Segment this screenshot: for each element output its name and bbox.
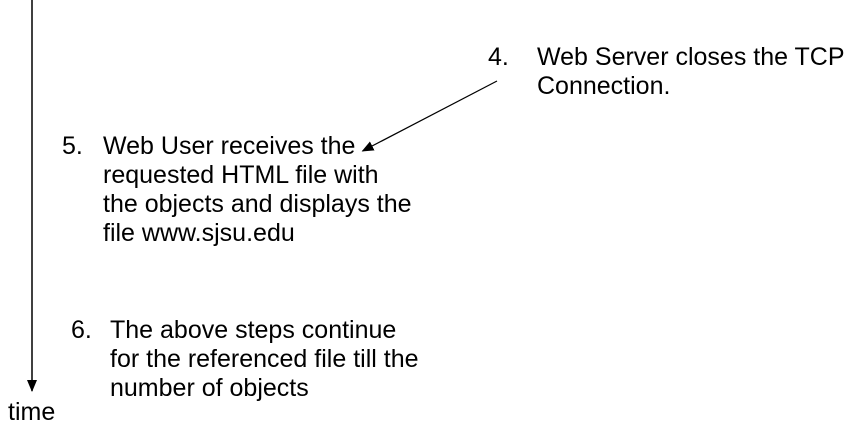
step-5-line-3: the objects and displays the — [103, 190, 412, 218]
step-6-line-2: for the referenced file till the — [110, 345, 419, 373]
step-4-note: 4. Web Server closes the TCP Connection. — [488, 43, 845, 101]
step-5-line-2: requested HTML file with — [103, 161, 379, 189]
step-4-number: 4. — [488, 43, 509, 71]
time-axis-label: time — [8, 398, 56, 426]
step-5-line-1: Web User receives the — [103, 132, 356, 160]
step-6-line-1: The above steps continue — [110, 316, 397, 344]
step-5-note: 5. Web User receives the requested HTML … — [62, 132, 412, 248]
step-4-line-2: Connection. — [537, 72, 671, 100]
step-4-text: Web Server closes the TCP Connection. — [537, 43, 845, 101]
step-6-text: The above steps continue for the referen… — [110, 316, 419, 403]
step-6-number: 6. — [71, 316, 92, 344]
step-6-note: 6. The above steps continue for the refe… — [71, 316, 419, 403]
step4-to-step5-pointer-arrow — [361, 80, 498, 152]
step-5-number: 5. — [62, 132, 83, 160]
step-4-line-1: Web Server closes the TCP — [537, 43, 845, 71]
step-5-line-4: file www.sjsu.edu — [103, 219, 295, 247]
step-6-line-3: number of objects — [110, 374, 309, 402]
step-5-text: Web User receives the requested HTML fil… — [103, 132, 412, 248]
